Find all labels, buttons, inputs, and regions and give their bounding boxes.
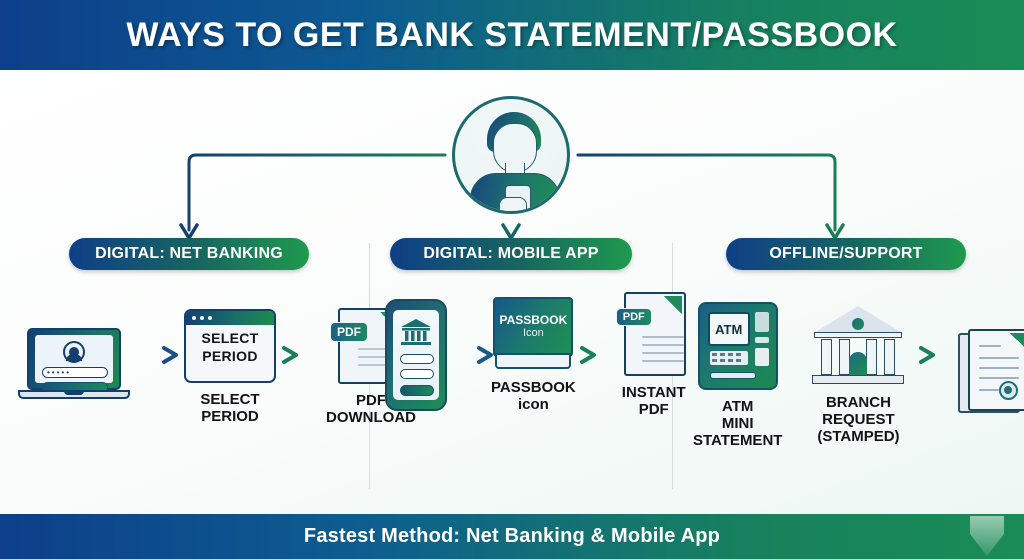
- step-caption: INSTANT PDF: [621, 384, 686, 418]
- stamp-seal-icon: [999, 380, 1019, 400]
- step-select-period[interactable]: SELECT PERIOD SELECT PERIOD: [184, 309, 276, 425]
- category-pill-offline-support[interactable]: OFFLINE/SUPPORT: [726, 238, 966, 270]
- footer-bar: Fastest Method: Net Banking & Mobile App: [0, 514, 1024, 559]
- step-caption: BRANCH REQUEST (STAMPED): [817, 394, 900, 445]
- browser-screen-text: SELECT PERIOD: [201, 330, 259, 364]
- passbook-book-icon: PASSBOOK Icon: [493, 297, 574, 371]
- user-avatar-icon: [63, 341, 85, 363]
- step-stamped-document[interactable]: [958, 328, 1024, 423]
- laptop-login-icon: •••••: [18, 328, 130, 406]
- page-title: WAYS TO GET BANK STATEMENT/PASSBOOK: [126, 15, 898, 54]
- column-mobile-app-steps: PASSBOOK Icon PASSBOOK icon PDF INSTANT …: [385, 292, 690, 418]
- step-caption: PASSBOOK icon: [491, 379, 576, 413]
- step-branch-request[interactable]: BRANCH REQUEST (STAMPED): [812, 306, 905, 445]
- step-atm[interactable]: ATM ATM MINI STATEMENT: [693, 302, 782, 449]
- atm-screen-text: ATM: [707, 312, 750, 346]
- header-bar: WAYS TO GET BANK STATEMENT/PASSBOOK: [0, 0, 1024, 70]
- step-laptop-login[interactable]: •••••: [18, 328, 130, 406]
- category-pill-mobile-app[interactable]: DIGITAL: MOBILE APP: [390, 238, 632, 270]
- diagram-canvas: DIGITAL: NET BANKING DIGITAL: MOBILE APP…: [0, 70, 1024, 514]
- browser-window-icon: SELECT PERIOD: [184, 309, 276, 383]
- step-passbook[interactable]: PASSBOOK Icon PASSBOOK icon: [491, 297, 576, 413]
- pdf-badge: PDF: [330, 322, 368, 342]
- category-pill-net-banking[interactable]: DIGITAL: NET BANKING: [69, 238, 309, 270]
- bank-building-icon: [812, 306, 905, 386]
- footer-text: Fastest Method: Net Banking & Mobile App: [303, 525, 721, 547]
- stamped-document-icon: [958, 328, 1024, 415]
- atm-machine-icon: ATM: [697, 302, 778, 390]
- column-offline-support-steps: ATM ATM MINI STATEMENT: [693, 302, 1024, 449]
- passbook-cover-line2: Icon: [522, 327, 544, 339]
- bank-building-icon: [401, 319, 431, 345]
- mobile-phone-bank-icon: [385, 299, 447, 411]
- avatar: [452, 96, 570, 214]
- avatar-hand: [499, 197, 527, 211]
- column-net-banking-steps: ••••• SELECT PERIOD SELECT PERIOD: [18, 308, 416, 426]
- diamond-decoration-icon: [970, 516, 1004, 556]
- pdf-badge: PDF: [615, 308, 652, 326]
- step-caption: SELECT PERIOD: [200, 391, 260, 425]
- step-instant-pdf[interactable]: PDF INSTANT PDF: [615, 292, 690, 418]
- passbook-cover-line1: PASSBOOK: [499, 313, 568, 327]
- step-caption: ATM MINI STATEMENT: [693, 398, 783, 449]
- step-caption: PDF DOWNLOAD: [326, 392, 416, 426]
- pdf-document-icon: PDF: [615, 292, 690, 376]
- step-mobile-bank-app[interactable]: [385, 299, 447, 411]
